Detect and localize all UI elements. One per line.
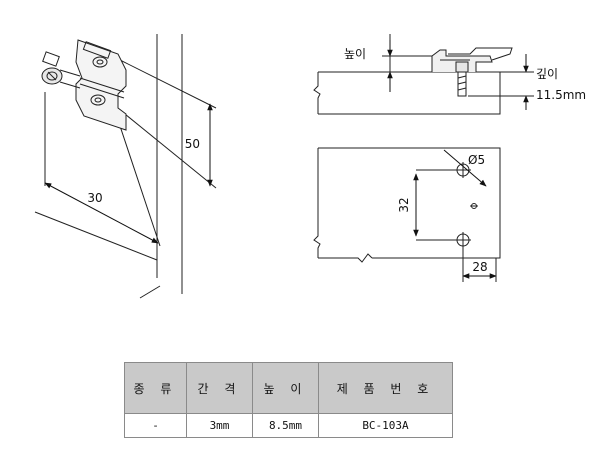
- hole-spacing-label: 32: [397, 197, 411, 212]
- spec-table-header: 종 류 간 격 높 이 제 품 번 호: [124, 362, 453, 414]
- side-view: [313, 34, 534, 115]
- side-depth-value: 11.5mm: [536, 88, 586, 102]
- side-height-label: 높이: [344, 47, 366, 61]
- header-height: 높 이: [252, 362, 319, 414]
- table-row: - 3mm 8.5mm BC-103A: [124, 413, 453, 438]
- header-product-number: 제 품 번 호: [318, 362, 453, 414]
- cell-product-number: BC-103A: [318, 413, 453, 438]
- side-depth-label: 깊이: [536, 67, 558, 81]
- dimension-height-label: 50: [185, 137, 200, 151]
- dimension-width-label: 30: [87, 191, 102, 205]
- hole-diameter-label: Ø5: [468, 153, 485, 167]
- header-type: 종 류: [124, 362, 187, 414]
- edge-offset-label: 28: [472, 260, 487, 274]
- spec-table: 종 류 간 격 높 이 제 품 번 호 - 3mm 8.5mm BC-103A: [124, 362, 453, 438]
- technical-drawing: 30 50 높이 깊이 11.5mm: [34, 34, 586, 299]
- perspective-view: [34, 34, 217, 299]
- cell-type: -: [124, 413, 187, 438]
- header-spacing: 간 격: [186, 362, 253, 414]
- mounting-plate: [41, 39, 127, 131]
- cell-spacing: 3mm: [186, 413, 253, 438]
- cell-height: 8.5mm: [252, 413, 319, 438]
- top-view: [313, 147, 501, 282]
